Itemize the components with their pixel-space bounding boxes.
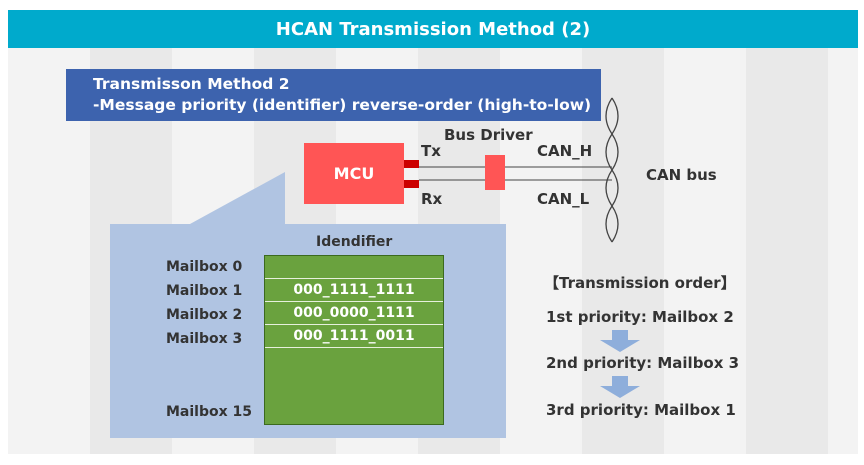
order-item-3: 3rd priority: Mailbox 1: [546, 401, 736, 419]
callout-pointer: [190, 172, 285, 224]
mailbox-label-3: Mailbox 3: [166, 331, 243, 347]
identifier-cell-0: [265, 256, 443, 279]
mailbox-label-15: Mailbox 15: [166, 404, 253, 420]
order-heading: 【Transmission order】: [544, 274, 736, 292]
mailbox-label-1: Mailbox 1: [166, 283, 243, 299]
can-h-label: CAN_H: [537, 142, 593, 160]
mailbox-grid: 000_1111_1111 000_0000_1111 000_1111_001…: [264, 255, 444, 425]
order-arrow-1: [600, 330, 640, 352]
bus-driver-label: Bus Driver: [444, 126, 533, 144]
identifier-cell-1: 000_1111_1111: [265, 279, 443, 302]
method-subtitle: -Message priority (identifier) reverse-o…: [93, 96, 592, 114]
tx-pin: [404, 160, 419, 168]
can-bus-twisted-pair: [605, 97, 619, 243]
identifier-header: Idendifier: [316, 234, 393, 250]
can-l-label: CAN_L: [537, 190, 590, 208]
order-item-2: 2nd priority: Mailbox 3: [546, 354, 740, 372]
identifier-cell-3: 000_1111_0011: [265, 325, 443, 348]
rx-label: Rx: [421, 190, 443, 208]
rx-pin: [404, 180, 419, 188]
mcu-block: MCU: [304, 143, 404, 204]
method-title: Transmisson Method 2: [93, 75, 290, 93]
order-item-1: 1st priority: Mailbox 2: [546, 308, 734, 326]
can-bus-label: CAN bus: [646, 166, 717, 184]
bus-driver: [485, 155, 505, 190]
page-title: HCAN Transmission Method (2): [8, 10, 858, 48]
order-arrow-2: [600, 376, 640, 398]
identifier-cell-2: 000_0000_1111: [265, 302, 443, 325]
mailbox-label-0: Mailbox 0: [166, 259, 243, 275]
method-description: Transmisson Method 2 -Message priority (…: [66, 69, 601, 121]
tx-label: Tx: [421, 142, 441, 160]
mailbox-label-2: Mailbox 2: [166, 307, 243, 323]
